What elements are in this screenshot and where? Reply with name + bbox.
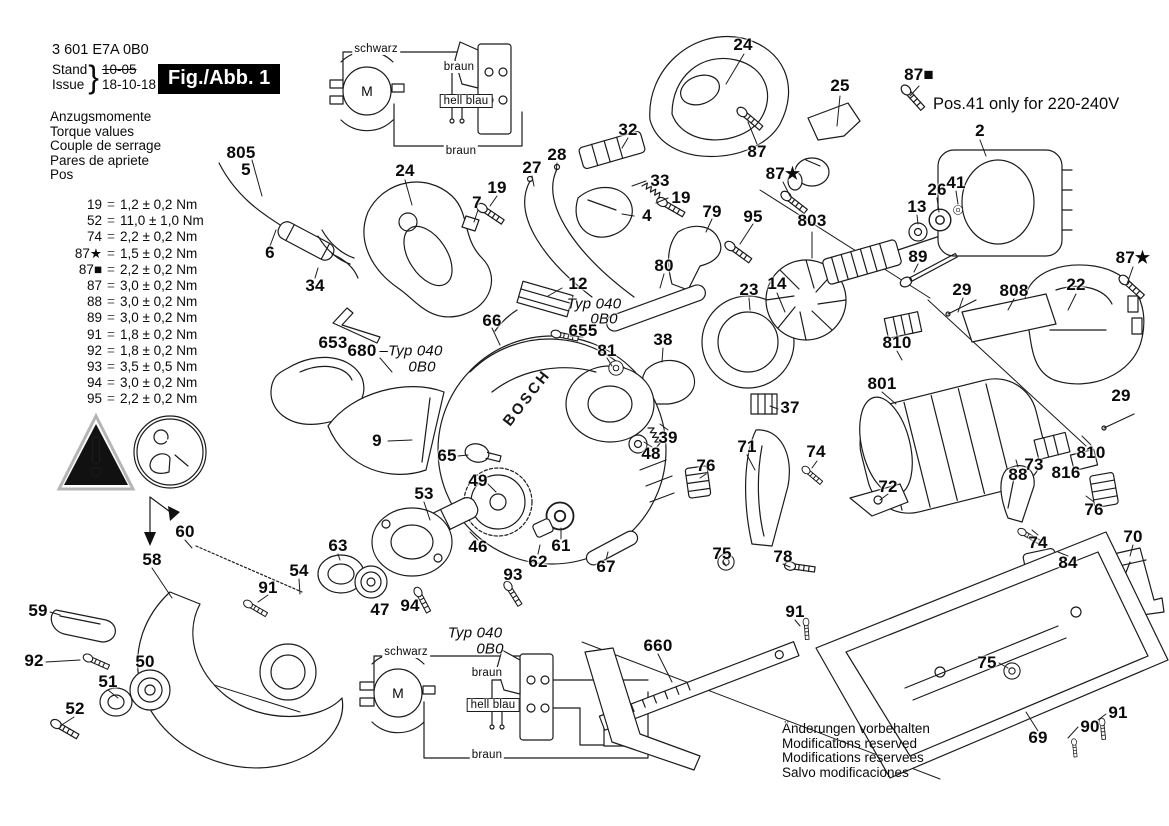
torque-eq-sign: = bbox=[107, 391, 115, 407]
torque-pos: 87 bbox=[86, 277, 102, 293]
torque-heading-line: Pares de apriete bbox=[50, 152, 150, 168]
warning-triangle-icon bbox=[64, 424, 128, 485]
torque-pos: 88 bbox=[86, 294, 102, 310]
torque-eq-sign: = bbox=[107, 294, 115, 310]
torque-row: 92 = 1,8 ± 0,2 Nm bbox=[50, 343, 204, 359]
modifications-note-line: Salvo modificaciones bbox=[782, 764, 909, 780]
torque-pos: 89 bbox=[86, 310, 102, 326]
torque-pos: 95 bbox=[86, 391, 102, 407]
torque-value: 2,2 ± 0,2 Nm bbox=[120, 229, 198, 245]
torque-row: 74 = 2,2 ± 0,2 Nm bbox=[50, 229, 204, 245]
torque-value: 3,0 ± 0,2 Nm bbox=[120, 375, 198, 391]
torque-pos: 52 bbox=[86, 213, 102, 229]
read-manual-icon bbox=[136, 418, 204, 486]
torque-value: 11,0 ± 1,0 Nm bbox=[120, 213, 204, 229]
torque-value: 3,0 ± 0,2 Nm bbox=[120, 294, 198, 310]
torque-eq-sign: = bbox=[107, 261, 115, 277]
torque-value: 2,2 ± 0,2 Nm bbox=[120, 261, 198, 277]
torque-eq-sign: = bbox=[107, 310, 115, 326]
torque-row: 19 = 1,2 ± 0,2 Nm bbox=[50, 197, 204, 213]
torque-eq-sign: = bbox=[107, 245, 115, 261]
torque-row: 88 = 3,0 ± 0,2 Nm bbox=[50, 294, 204, 310]
torque-row: 89 = 3,0 ± 0,2 Nm bbox=[50, 310, 204, 326]
torque-table-rows: 19 = 1,2 ± 0,2 Nm 52 = 11,0 ± 1,0 Nm 74 = 2,2 ± … bbox=[50, 197, 204, 408]
torque-eq-sign: = bbox=[107, 213, 115, 229]
torque-row: 87■ = 2,2 ± 0,2 Nm bbox=[50, 262, 204, 278]
catalog-part-number: 3 601 E7A 0B0 bbox=[52, 42, 149, 58]
torque-pos: 74 bbox=[86, 229, 102, 245]
torque-row: 87 = 3,0 ± 0,2 Nm bbox=[50, 278, 204, 294]
torque-pos: 91 bbox=[86, 326, 102, 342]
torque-eq-sign: = bbox=[107, 326, 115, 342]
modifications-note-line: Modifications reserved bbox=[782, 735, 918, 751]
torque-eq-sign: = bbox=[107, 342, 115, 358]
torque-row: 93 = 3,5 ± 0,5 Nm bbox=[50, 359, 204, 375]
torque-value: 1,8 ± 0,2 Nm bbox=[120, 326, 198, 342]
stand-label: Stand bbox=[52, 62, 88, 77]
issue-label: Issue bbox=[52, 77, 85, 92]
torque-row: 94 = 3,0 ± 0,2 Nm bbox=[50, 375, 204, 391]
torque-heading-line: Torque values bbox=[50, 123, 135, 139]
torque-row: 95 = 2,2 ± 0,2 Nm bbox=[50, 391, 204, 407]
torque-pos: 94 bbox=[86, 375, 102, 391]
torque-value: 3,0 ± 0,2 Nm bbox=[120, 310, 198, 326]
torque-pos: 87■ bbox=[78, 261, 102, 277]
torque-eq-sign: = bbox=[107, 229, 115, 245]
torque-pos: 92 bbox=[86, 342, 102, 358]
torque-pos: 87★ bbox=[74, 245, 102, 261]
torque-eq-sign: = bbox=[107, 375, 115, 391]
stand-value-old: 10-05 bbox=[101, 62, 137, 77]
torque-eq-sign: = bbox=[107, 196, 115, 212]
torque-value: 3,5 ± 0,5 Nm bbox=[120, 359, 198, 374]
torque-value: 3,0 ± 0,2 Nm bbox=[120, 277, 198, 293]
torque-value: 1,8 ± 0,2 Nm bbox=[120, 342, 198, 358]
torque-value: 2,2 ± 0,2 Nm bbox=[120, 391, 198, 407]
torque-row: 52 = 11,0 ± 1,0 Nm bbox=[50, 213, 204, 229]
torque-pos: 93 bbox=[86, 359, 102, 374]
figure-label: Fig./Abb. 1 bbox=[158, 64, 281, 94]
torque-row: 91 = 1,8 ± 0,2 Nm bbox=[50, 327, 204, 343]
wiring-diagram-top bbox=[329, 41, 523, 147]
torque-eq-sign: = bbox=[107, 277, 115, 293]
modifications-note-line: Änderungen vorbehalten bbox=[782, 721, 930, 736]
brace-glyph: } bbox=[88, 59, 99, 95]
pos41-note: Pos.41 only for 220-240V bbox=[933, 95, 1120, 113]
torque-value: 1,2 ± 0,2 Nm bbox=[120, 196, 198, 212]
wiring-diagram-bottom bbox=[359, 649, 649, 759]
torque-eq-sign: = bbox=[107, 359, 115, 374]
modifications-note-line: Modifications reservees bbox=[782, 750, 924, 766]
torque-pos: 19 bbox=[86, 196, 102, 212]
torque-heading-line: Anzugsmomente bbox=[50, 109, 152, 124]
torque-heading-line: Pos bbox=[50, 167, 74, 183]
header-block: 3 601 E7A 0B0 Stand Issue } 10-05 18-10-… bbox=[52, 42, 157, 95]
torque-heading-line: Couple de serrage bbox=[50, 138, 162, 154]
torque-row: 87★ = 1,5 ± 0,2 Nm bbox=[50, 246, 204, 262]
warning-icons bbox=[56, 412, 207, 546]
issue-value: 18-10-18 bbox=[101, 77, 157, 92]
torque-value: 1,5 ± 0,2 Nm bbox=[120, 245, 198, 261]
